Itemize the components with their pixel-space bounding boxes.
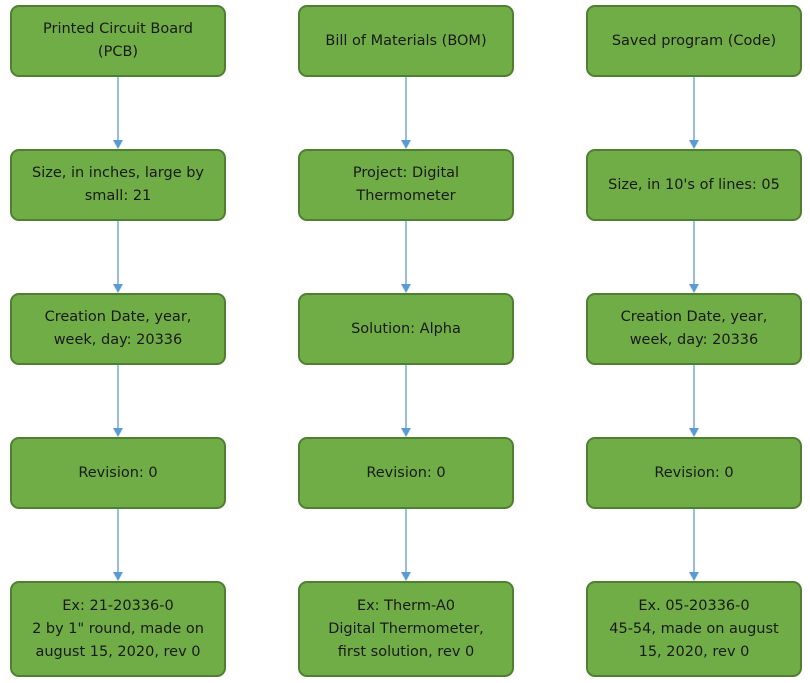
node-text: Ex: 21-20336-0 2 by 1" round, made on au…	[32, 597, 204, 660]
node-bom-example: Ex: Therm-A0 Digital Thermometer, first …	[298, 581, 514, 677]
node-code-size: Size, in 10's of lines: 05	[586, 149, 802, 221]
node-code-title: Saved program (Code)	[586, 5, 802, 77]
node-text: Project: Digital Thermometer	[352, 165, 460, 204]
node-text: Size, in inches, large by small: 21	[31, 165, 205, 204]
arrow-col0-4	[113, 509, 123, 581]
node-text: Size, in 10's of lines: 05	[608, 176, 780, 193]
node-pcb-size: Size, in inches, large by small: 21	[10, 149, 226, 221]
arrow-col0-3	[113, 365, 123, 437]
arrow-col1-1	[401, 77, 411, 149]
arrow-col1-2	[401, 221, 411, 293]
arrow-col1-3	[401, 365, 411, 437]
node-bom-project: Project: Digital Thermometer	[298, 149, 514, 221]
arrow-col2-2	[689, 221, 699, 293]
node-pcb-creation-date: Creation Date, year, week, day: 20336	[10, 293, 226, 365]
node-code-revision: Revision: 0	[586, 437, 802, 509]
node-text: Solution: Alpha	[351, 320, 461, 337]
node-text: Ex: Therm-A0 Digital Thermometer, first …	[328, 597, 484, 660]
arrow-col2-1	[689, 77, 699, 149]
node-text: Ex. 05-20336-0 45-54, made on august 15,…	[609, 597, 779, 660]
node-bom-solution: Solution: Alpha	[298, 293, 514, 365]
node-text: Creation Date, year, week, day: 20336	[44, 309, 192, 348]
arrow-col0-1	[113, 77, 123, 149]
arrow-col1-4	[401, 509, 411, 581]
node-bom-title: Bill of Materials (BOM)	[298, 5, 514, 77]
node-bom-revision: Revision: 0	[298, 437, 514, 509]
node-pcb-revision: Revision: 0	[10, 437, 226, 509]
node-text: Creation Date, year, week, day: 20336	[620, 309, 768, 348]
arrow-col0-2	[113, 221, 123, 293]
node-text: Revision: 0	[654, 464, 734, 481]
node-text: Revision: 0	[366, 464, 446, 481]
arrow-col2-3	[689, 365, 699, 437]
node-pcb-example: Ex: 21-20336-0 2 by 1" round, made on au…	[10, 581, 226, 677]
node-pcb-title: Printed Circuit Board (PCB)	[10, 5, 226, 77]
arrow-col2-4	[689, 509, 699, 581]
node-code-example: Ex. 05-20336-0 45-54, made on august 15,…	[586, 581, 802, 677]
node-text: Revision: 0	[78, 464, 158, 481]
node-text: Bill of Materials (BOM)	[325, 32, 487, 49]
node-text: Printed Circuit Board (PCB)	[43, 21, 193, 60]
node-text: Saved program (Code)	[611, 32, 777, 49]
node-code-creation-date: Creation Date, year, week, day: 20336	[586, 293, 802, 365]
